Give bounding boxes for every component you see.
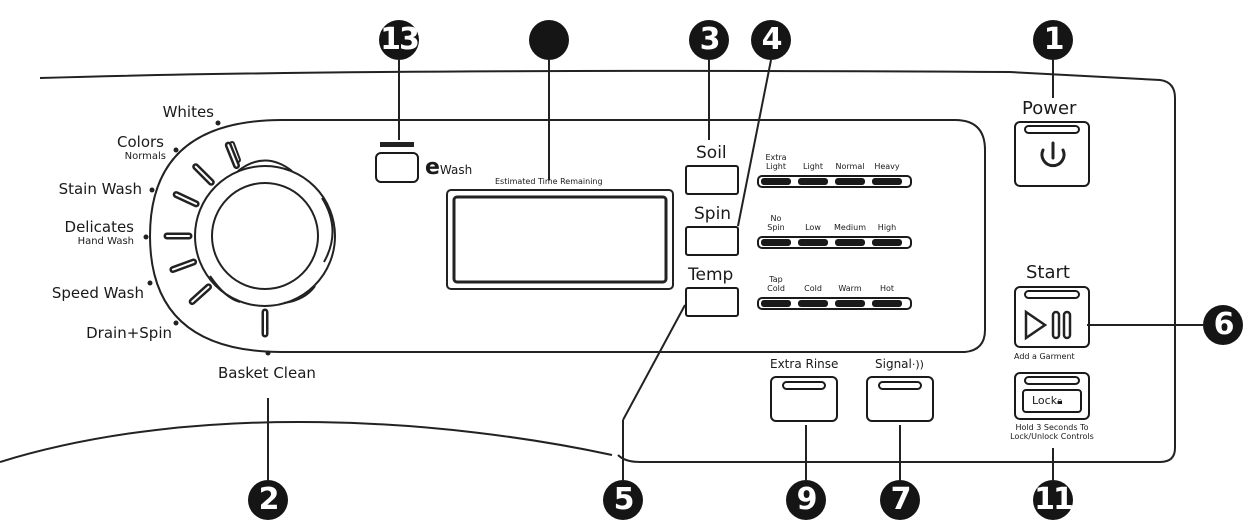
- cycle-label-speed-wash: Speed Wash: [51, 284, 144, 302]
- ewash-word: Wash: [439, 163, 473, 177]
- cycle-label-stain-wash: Stain Wash: [58, 180, 142, 198]
- callout-7: 7: [880, 480, 920, 520]
- start-sublabel: Add a Garment: [1014, 352, 1075, 361]
- cycle-label-whites: Whites: [162, 103, 214, 121]
- spin-level-led: [761, 239, 791, 246]
- dial-led-highlight: [227, 144, 238, 167]
- cycle-sublabel-normals: Normals: [124, 151, 166, 162]
- callout-11: 11: [1033, 480, 1074, 520]
- callout-6: 6: [1203, 305, 1243, 345]
- temp-level-label: Cold: [804, 284, 822, 293]
- dial-led-highlight: [171, 260, 195, 271]
- temp-button[interactable]: [685, 287, 739, 317]
- soil-level-led: [798, 178, 828, 185]
- extra-rinse-label: Extra Rinse: [770, 357, 839, 371]
- cycle-label-drain-spin: Drain+Spin: [86, 324, 172, 342]
- soil-level-label: Light: [803, 162, 823, 171]
- temp-level-label: Warm: [838, 284, 862, 293]
- lock-label: Lock🔒︎: [1032, 394, 1063, 407]
- lock-key: [1022, 389, 1082, 413]
- soil-level-led: [872, 178, 902, 185]
- start-button[interactable]: [1014, 286, 1090, 348]
- start-pause-icon: [1024, 309, 1072, 341]
- signal-label: Signal·)): [875, 357, 924, 371]
- start-led: [1024, 290, 1080, 299]
- callout-2: 2: [248, 480, 288, 520]
- callout-13: 13: [379, 20, 420, 60]
- ewash-e: e: [425, 155, 440, 180]
- spin-level-label: Low: [805, 223, 821, 232]
- padlock-icon: 🔒︎: [1057, 396, 1063, 407]
- start-label: Start: [1026, 262, 1070, 283]
- signal-led: [878, 381, 922, 390]
- soil-label: Soil: [696, 143, 727, 163]
- temp-level-led: [798, 300, 828, 307]
- spin-level-led: [798, 239, 828, 246]
- power-icon: [1040, 141, 1066, 168]
- temp-level-led: [761, 300, 791, 307]
- callout-1: 1: [1033, 20, 1073, 60]
- cycle-label-basket-clean: Basket Clean: [218, 364, 316, 382]
- callout-9: 9: [786, 480, 826, 520]
- callout-4: 4: [751, 20, 791, 60]
- callout-5: 5: [603, 480, 643, 520]
- extra-rinse-led: [782, 381, 826, 390]
- power-button[interactable]: [1014, 121, 1090, 187]
- spin-level-led: [872, 239, 902, 246]
- soil-level-label: Normal: [835, 162, 865, 171]
- power-led: [1024, 125, 1080, 134]
- soil-level-label: Heavy: [874, 162, 900, 171]
- soil-level-led: [761, 178, 791, 185]
- dial-led-highlight: [175, 193, 198, 205]
- temp-level-label: Hot: [879, 284, 895, 293]
- spin-label: Spin: [694, 204, 732, 224]
- temp-label: Temp: [688, 265, 734, 285]
- callout-blank: [529, 20, 569, 60]
- spin-level-label: High: [877, 223, 897, 232]
- sound-waves-icon: ·)): [911, 358, 924, 371]
- cycle-dial: [194, 165, 336, 307]
- temp-level-led: [835, 300, 865, 307]
- temp-level-led: [872, 300, 902, 307]
- dial-led-highlight: [194, 165, 213, 184]
- display-caption: Estimated Time Remaining: [495, 177, 603, 186]
- ewash-button[interactable]: [375, 152, 419, 183]
- cycle-label-colors: Colors: [117, 133, 164, 151]
- soil-level-led: [835, 178, 865, 185]
- callout-3: 3: [689, 20, 729, 60]
- time-display-screen: [452, 195, 668, 284]
- cycle-label-delicates: Delicates: [64, 218, 134, 236]
- ewash-label: eWash: [425, 155, 472, 180]
- spin-level-led: [835, 239, 865, 246]
- power-label: Power: [1022, 98, 1077, 119]
- soil-button[interactable]: [685, 165, 739, 195]
- lock-led: [1024, 376, 1080, 385]
- dial-led-highlight: [191, 285, 210, 303]
- cycle-sublabel-hand-wash: Hand Wash: [77, 236, 134, 247]
- spin-level-label: Medium: [834, 223, 866, 232]
- spin-button[interactable]: [685, 226, 739, 256]
